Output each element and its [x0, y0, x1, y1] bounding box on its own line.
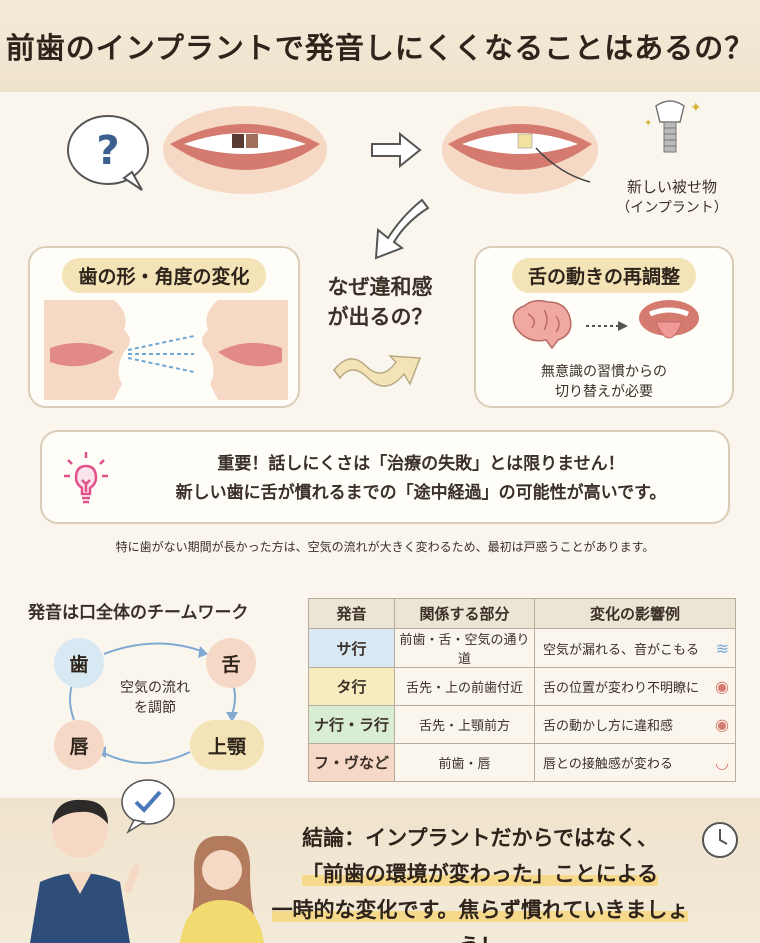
table-cell: 舌の動かし方に違和感 ◉	[534, 705, 736, 744]
curved-down-arrow-icon	[362, 196, 432, 264]
table-row: ナ行・ラ行 舌先・上顎前方 舌の動かし方に違和感 ◉	[308, 705, 736, 744]
dotted-arrow-icon	[586, 318, 630, 337]
table-row: タ行 舌先・上の前歯付近 舌の位置が変わり不明瞭に ◉	[308, 667, 736, 706]
shape-angle-title: 歯の形・角度の変化	[62, 258, 266, 293]
brain-icon	[508, 298, 574, 354]
table-cell: フ・ヴなど	[308, 743, 395, 782]
note-text: 特に歯がない期間が長かった方は、空気の流れが大きく変わるため、最初は戸惑うことが…	[115, 540, 655, 554]
lightbulb-icon	[62, 450, 110, 512]
tongue-readjust-title: 舌の動きの再調整	[511, 258, 696, 293]
tongue-icon: ◉	[715, 677, 729, 696]
mouth-new-crown-illustration	[440, 104, 600, 200]
table-cell: 舌先・上顎前方	[394, 705, 535, 744]
cycle-center-line1: 空気の流れ	[120, 680, 190, 696]
important-box: 重要！話しにくさは「治療の失敗」とは限りません！ 新しい歯に舌が慣れるまでの「途…	[40, 430, 730, 524]
cycle-node-teeth: 歯	[54, 638, 104, 688]
implant-icon: ✦ ✦	[640, 96, 702, 170]
table-cell: 唇との接触感が変わる ◡	[534, 743, 736, 782]
conclusion-line3: 一時的な変化です。焦らず慣れていきましょう！	[260, 892, 700, 943]
page-title: 前歯のインプラントで発音しにくくなることはあるの？	[5, 31, 755, 65]
wavy-arrow-icon	[330, 344, 430, 392]
cycle-node-palate: 上顎	[190, 720, 264, 770]
svg-text:✦: ✦	[690, 100, 700, 116]
table-cell: タ行	[308, 667, 395, 706]
right-arrow-icon	[370, 130, 422, 174]
cycle-node-lips: 唇	[54, 720, 104, 770]
cycle-arrows	[68, 642, 238, 764]
mouth-missing-tooth-illustration	[160, 104, 330, 200]
table-cell: 舌の位置が変わり不明瞭に ◉	[534, 667, 736, 706]
why-question-line2: が出るの？	[327, 305, 433, 329]
tongue-readjust-desc-line2: 切り替えが必要	[555, 384, 653, 400]
table-cell: 前歯・唇	[394, 743, 535, 782]
teamwork-cycle: 歯 舌 上顎 唇 空気の流れ を調節	[40, 628, 270, 788]
lips-icon: ◡	[715, 753, 729, 772]
wind-icon: ≋	[715, 638, 729, 658]
pronunciation-table: 発音 関係する部分 変化の影響例 サ行 前歯・舌・空気の通り道 空気が漏れる、音…	[308, 598, 736, 782]
conclusion-line1: 結論：インプラントだからではなく、	[302, 826, 658, 850]
important-line2: 新しい歯に舌が慣れるまでの「途中経過」の可能性が高いです。	[175, 483, 667, 503]
cycle-center-line2: を調節	[134, 700, 176, 716]
tongue-readjust-card: 舌の動きの再調整 無意識の習慣からの 切り替えが必要	[474, 246, 734, 408]
tongue-icon: ◉	[715, 715, 729, 734]
tongue-readjust-desc-line1: 無意識の習慣からの	[541, 364, 667, 380]
table-header: 関係する部分	[394, 598, 535, 629]
new-crown-label-sub: （インプラント）	[616, 200, 728, 216]
why-question: なぜ違和感 が出るの？	[300, 272, 460, 332]
teamwork-title: 発音は口全体のチームワーク	[28, 603, 249, 623]
new-crown-label-main: 新しい被せ物	[626, 178, 717, 196]
shape-angle-card: 歯の形・角度の変化	[28, 246, 300, 408]
why-question-line1: なぜ違和感	[327, 275, 433, 299]
cycle-node-tongue: 舌	[206, 638, 256, 688]
table-header-row: 発音 関係する部分 変化の影響例	[308, 598, 736, 629]
table-cell: サ行	[308, 628, 395, 668]
table-cell: ナ行・ラ行	[308, 705, 395, 744]
table-cell-text: 空気が漏れる、音がこもる	[543, 642, 700, 658]
table-cell: 空気が漏れる、音がこもる ≋	[534, 628, 736, 668]
table-cell: 舌先・上の前歯付近	[394, 667, 535, 706]
table-header: 変化の影響例	[534, 598, 736, 629]
table-cell-text: 舌の動かし方に違和感	[543, 719, 674, 734]
table-row: フ・ヴなど 前歯・唇 唇との接触感が変わる ◡	[308, 743, 736, 782]
table-header: 発音	[308, 598, 395, 629]
table-cell-text: 唇との接触感が変わる	[543, 757, 673, 772]
conclusion-line2-text: 「前歯の環境が変わった」ことによる	[301, 862, 659, 886]
title-band: 前歯のインプラントで発音しにくくなることはあるの？	[0, 0, 760, 92]
svg-text:✦: ✦	[644, 118, 652, 129]
new-crown-label: 新しい被せ物 （インプラント）	[602, 176, 742, 217]
tongue-out-icon	[636, 296, 702, 356]
dentist-and-patient-illustration	[10, 772, 280, 943]
table-cell-text: 舌の位置が変わり不明瞭に	[543, 681, 700, 696]
profile-faces-illustration	[44, 300, 288, 404]
conclusion-line2: 「前歯の環境が変わった」ことによる	[260, 856, 700, 892]
table-row: サ行 前歯・舌・空気の通り道 空気が漏れる、音がこもる ≋	[308, 628, 736, 668]
question-bubble-icon: ?	[62, 112, 154, 196]
conclusion-line3-text: 一時的な変化です。焦らず慣れていきましょう！	[271, 898, 689, 943]
important-line1: 重要！話しにくさは「治療の失敗」とは限りません！	[217, 454, 625, 474]
clock-icon	[700, 820, 740, 864]
conclusion-text: 結論：インプラントだからではなく、 「前歯の環境が変わった」ことによる 一時的な…	[260, 820, 700, 943]
table-cell: 前歯・舌・空気の通り道	[394, 628, 535, 668]
svg-text:?: ?	[96, 128, 119, 174]
